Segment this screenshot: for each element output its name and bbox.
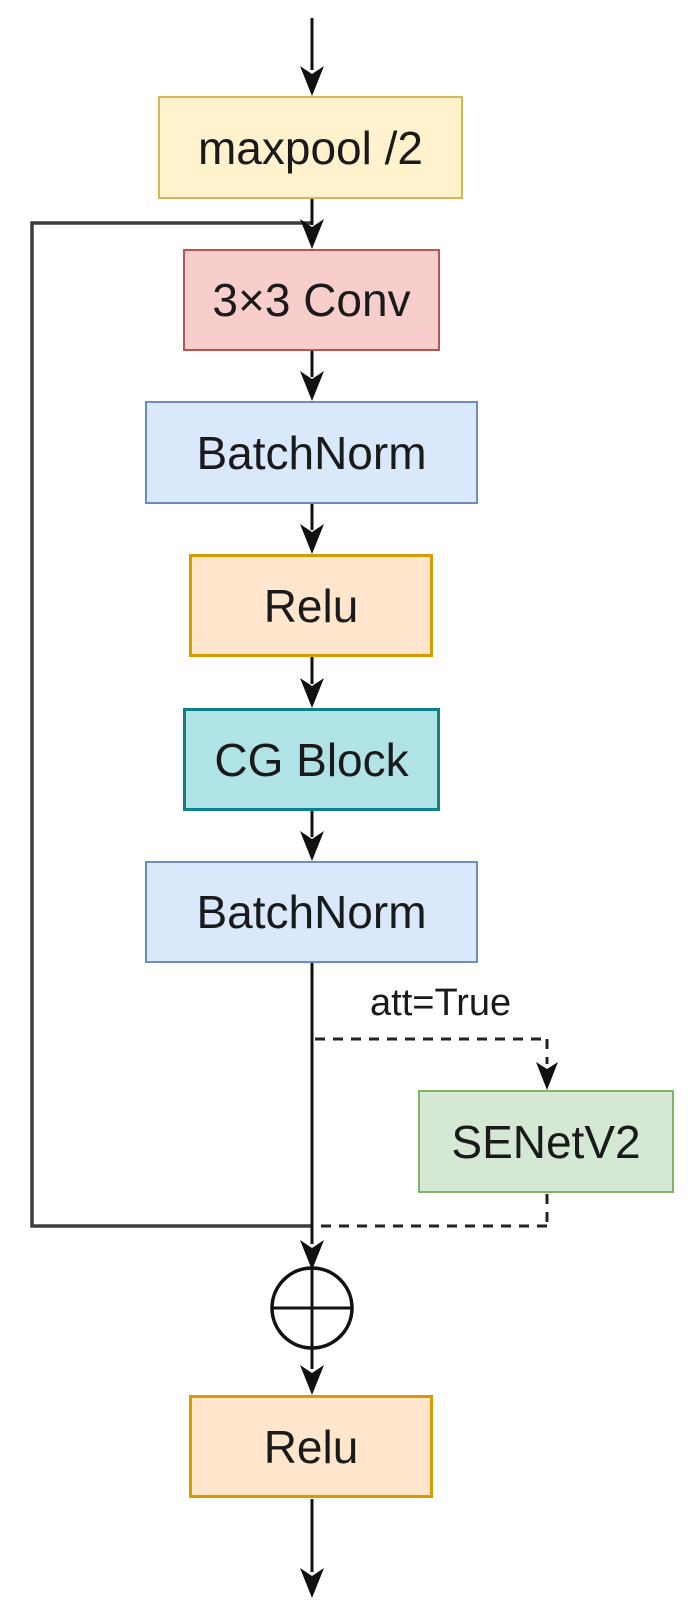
node-senetv2-label: SENetV2 [451, 1115, 641, 1168]
edge-add-to-relu2 [300, 1365, 324, 1395]
skip-connection-line [30, 221, 312, 1228]
attention-return-dashed [316, 1194, 549, 1228]
edge-maxpool-to-conv [300, 199, 324, 249]
node-maxpool-label: maxpool /2 [197, 121, 423, 174]
node-senetv2: SENetV2 [418, 1090, 674, 1193]
attention-condition-label: att=True [370, 982, 512, 1024]
output-arrow [300, 1499, 324, 1598]
node-relu-2: Relu [189, 1395, 433, 1498]
node-cgblock: CG Block [183, 708, 440, 811]
node-conv3x3-label: 3×3 Conv [212, 274, 411, 326]
edge-batchnorm2-to-add [300, 963, 324, 1270]
node-batchnorm-2: BatchNorm [145, 861, 478, 963]
node-relu-2-label: Relu [263, 1420, 359, 1473]
node-batchnorm-1: BatchNorm [145, 401, 478, 504]
edge-relu1-to-cgblock [300, 657, 324, 708]
node-batchnorm-1-label: BatchNorm [196, 426, 427, 479]
attention-branch-dashed [315, 1037, 558, 1090]
node-batchnorm-2-label: BatchNorm [196, 886, 427, 938]
edge-cgblock-to-batchnorm2 [300, 811, 324, 861]
node-relu-1-label: Relu [263, 579, 359, 632]
node-cgblock-label: CG Block [214, 733, 409, 786]
node-maxpool: maxpool /2 [158, 96, 463, 199]
edge-conv-to-batchnorm1 [300, 351, 324, 401]
node-relu-1: Relu [189, 554, 433, 657]
node-conv3x3: 3×3 Conv [183, 249, 440, 351]
edge-batchnorm1-to-relu1 [300, 504, 324, 554]
input-arrow [300, 18, 324, 96]
add-operator [270, 1266, 354, 1369]
